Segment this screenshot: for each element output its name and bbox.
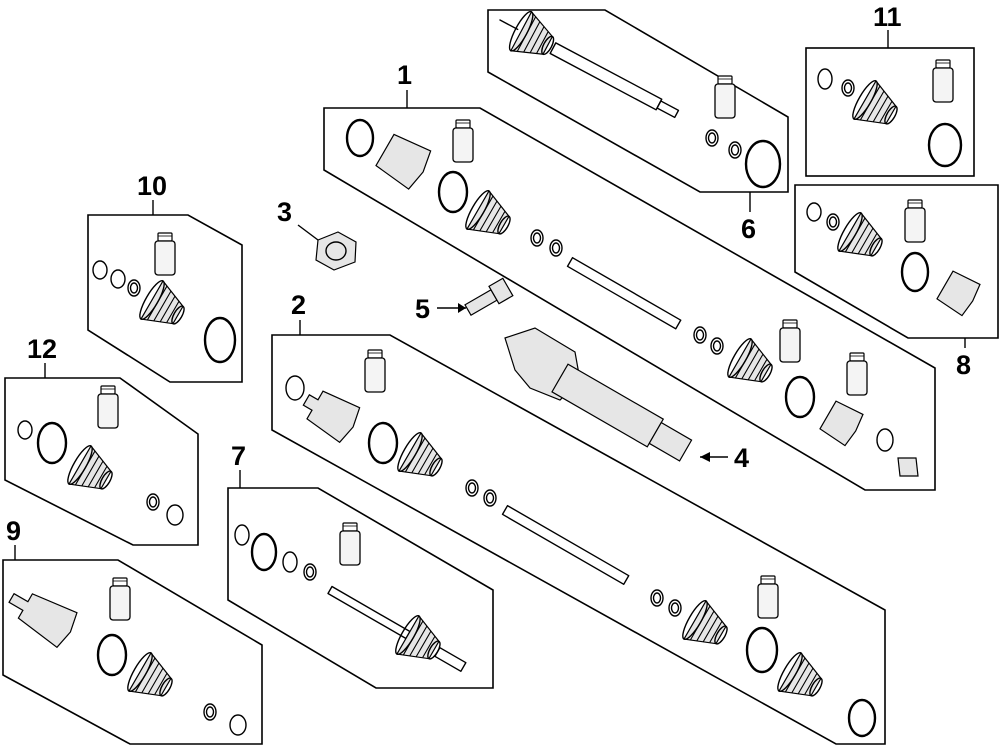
assembly-frame-10 xyxy=(87,214,243,383)
assembly-frame-7 xyxy=(227,487,494,689)
callout-label-5: 5 xyxy=(415,294,430,324)
callout-label-2: 2 xyxy=(291,290,306,320)
assembly-frame-6 xyxy=(487,8,789,193)
callout-label-10: 10 xyxy=(137,171,167,201)
callout-leaders xyxy=(14,30,966,560)
assembly-frame-8 xyxy=(794,184,999,339)
callout-label-9: 9 xyxy=(6,516,21,546)
bolt-part-5 xyxy=(437,277,514,317)
callout-label-8: 8 xyxy=(956,350,971,380)
assembly-frame-1 xyxy=(323,107,936,491)
assembly-frame-9 xyxy=(2,559,263,745)
hub-nut-part-3 xyxy=(297,224,357,271)
callout-label-11: 11 xyxy=(873,2,902,32)
callout-label-1: 1 xyxy=(397,60,412,90)
assembly-frame-11 xyxy=(805,47,975,177)
callout-label-4: 4 xyxy=(734,443,749,473)
callout-label-3: 3 xyxy=(277,197,292,227)
assembly-frame-12 xyxy=(4,377,199,546)
callout-label-6: 6 xyxy=(741,214,756,244)
callout-label-12: 12 xyxy=(27,334,57,364)
assembly-frame-2 xyxy=(271,334,886,745)
bracket-part-4 xyxy=(504,327,728,462)
callout-label-7: 7 xyxy=(231,441,246,471)
